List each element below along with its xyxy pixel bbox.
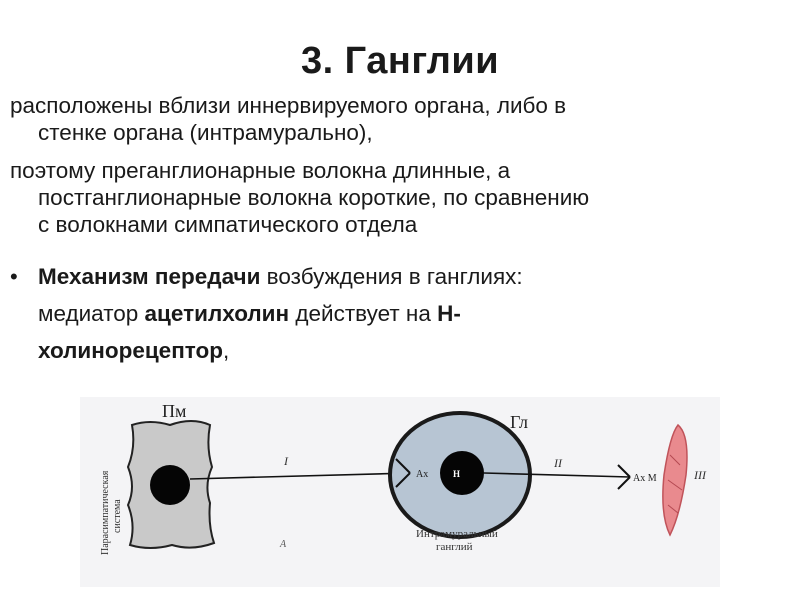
paragraph-location: расположены вблизи иннервируемого органа… <box>10 92 795 146</box>
ganglion-synapse-ending <box>395 458 411 488</box>
fiber2-label: II <box>553 456 563 470</box>
gl-label: Гл <box>510 412 528 432</box>
receptor-label: Н <box>453 469 460 479</box>
fiber1-label: I <box>283 454 289 468</box>
paragraph-fibers: поэтому преганглионарные волокна длинные… <box>10 157 795 238</box>
ax-label-ganglion: Ах <box>416 469 428 480</box>
preganglionic-nucleus <box>150 465 190 505</box>
target-organ-striation <box>667 454 683 514</box>
ganglion-nucleus <box>440 451 484 495</box>
preganglionic-fiber <box>189 472 411 480</box>
bullet-bold-receptor: холинорецептор <box>38 338 223 363</box>
bullet-text-part2: медиатор <box>38 301 145 326</box>
paragraph-fibers-line1: поэтому преганглионарные волокна длинные… <box>10 158 511 183</box>
bullet-bold-mediator: ацетилхолин <box>144 301 290 326</box>
paragraph-fibers-line2: постганглионарные волокна короткие, по с… <box>38 185 590 210</box>
bullet-transmission: • Механизм передачи возбуждения в гангли… <box>10 258 790 369</box>
paragraph-fibers-line3: с волокнами симпатического отдела <box>38 212 418 237</box>
bullet-bold-mechanism: Механизм передачи <box>38 264 261 289</box>
organ-label: III <box>693 468 707 482</box>
side-label-line2: система <box>112 499 123 533</box>
side-label: Парасимпатическая система <box>100 470 123 555</box>
ganglion-caption-line1: Интрамуральный <box>416 528 498 540</box>
bullet-bold-n: Н- <box>437 301 461 326</box>
a-label: А <box>279 539 287 550</box>
side-label-line1: Парасимпатическая <box>100 470 111 555</box>
paragraph-location-line2: стенке органа (интрамурально), <box>38 120 373 145</box>
ganglion-diagram: Парасимпатическая система Пм I Гл Ах Н I… <box>80 397 720 587</box>
bullet-text-part4: , <box>223 338 230 363</box>
ganglion-caption-line2: ганглий <box>436 541 473 553</box>
bullet-dot: • <box>10 264 18 289</box>
bullet-text: Механизм передачи возбуждения в ганглиях… <box>10 258 790 369</box>
target-organ <box>662 423 688 537</box>
ax-m-label: Ах М <box>633 473 657 484</box>
effector-synapse-ending <box>617 464 631 490</box>
pm-label: Пм <box>162 401 186 421</box>
slide-title: 3. Ганглии <box>300 40 500 82</box>
postganglionic-fiber <box>483 472 631 478</box>
bullet-text-part1: возбуждения в ганглиях: <box>260 264 523 289</box>
bullet-text-part3: действует на <box>289 301 438 326</box>
paragraph-location-line1: расположены вблизи иннервируемого органа… <box>10 93 567 118</box>
